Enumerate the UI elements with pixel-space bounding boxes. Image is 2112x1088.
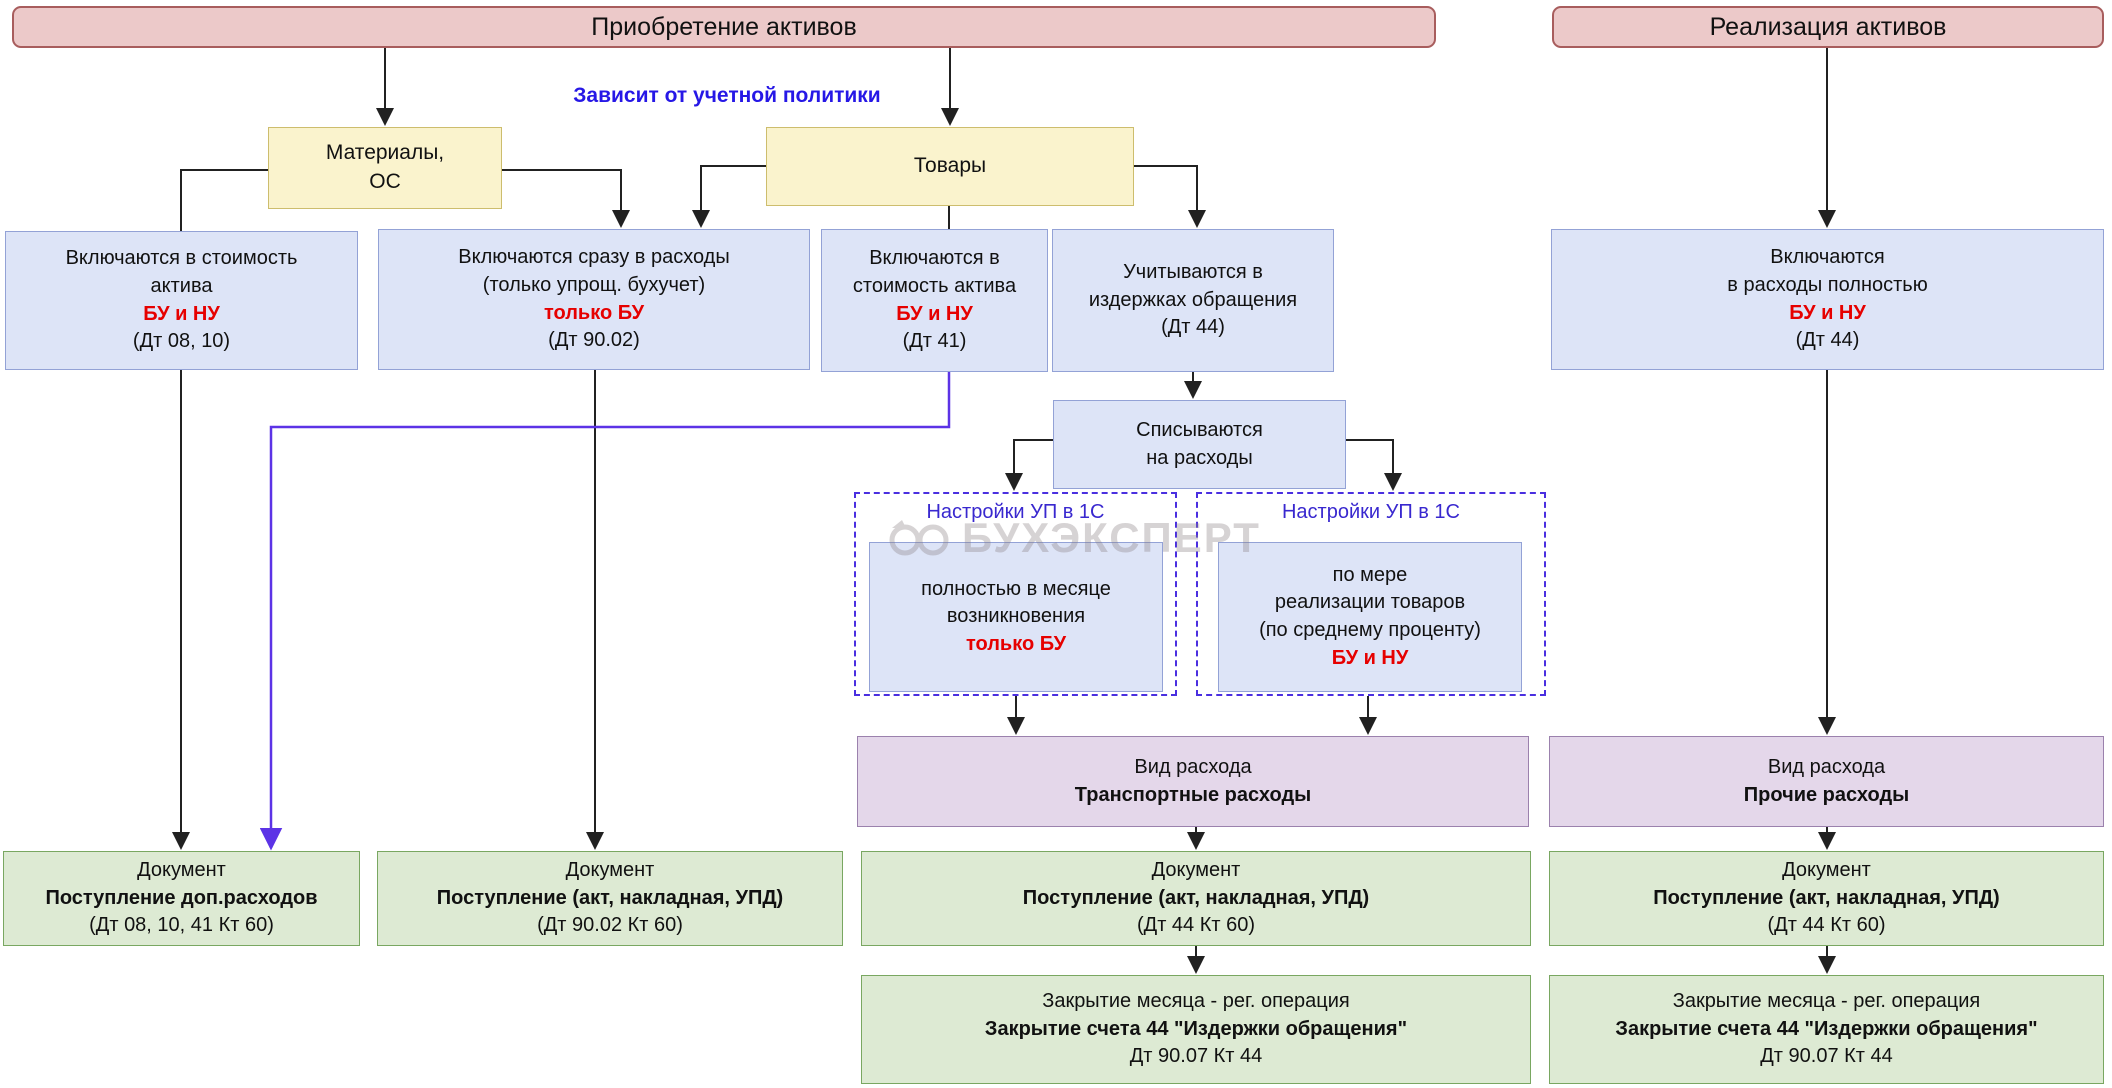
node-doc4-label: Документ (1782, 859, 1871, 882)
node-materials: Материалы, ОС (268, 127, 502, 209)
node-doc2-title: Поступление (акт, накладная, УПД) (436, 886, 784, 909)
node-b5-expense-fully: Включаются в расходы полностью БУ и НУ (… (1551, 229, 2104, 370)
node-b2-line2: (только упрощ. бухучет) (482, 273, 706, 296)
node-close1-account: Дт 90.07 Кт 44 (1129, 1045, 1263, 1068)
node-settings-right-line3: (по среднему проценту) (1259, 619, 1481, 641)
connector-materials-b2 (502, 169, 630, 228)
connector-writeoff-settings-right (1346, 439, 1402, 491)
node-close2: Закрытие месяца - рег. операция Закрытие… (1549, 975, 2104, 1084)
node-b1-tax: БУ и НУ (143, 302, 220, 325)
node-settings-left: полностью в месяце возникновения только … (869, 542, 1163, 692)
node-close2-title: Закрытие счета 44 "Издержки обращения" (1615, 1017, 2038, 1040)
node-expense-transport-value: Транспортные расходы (1074, 783, 1312, 806)
group-settings-right: Настройки УП в 1С по мере реализации тов… (1196, 492, 1546, 696)
header-acquisition-label: Приобретение активов (591, 12, 857, 41)
header-realization: Реализация активов (1552, 6, 2104, 48)
group-settings-right-title: Настройки УП в 1С (1281, 501, 1460, 523)
node-doc1: Документ Поступление доп.расходов (Дт 08… (3, 851, 360, 946)
node-doc2-label: Документ (565, 859, 655, 882)
node-close2-line1: Закрытие месяца - рег. операция (1672, 990, 1981, 1013)
node-settings-right-line2: реализации товаров (1274, 591, 1466, 614)
node-writeoff: Списываются на расходы (1053, 400, 1346, 489)
node-doc1-title: Поступление доп.расходов (45, 886, 318, 909)
connector-b3-doc1-purple (259, 370, 951, 851)
node-b3-line1: Включаются в (869, 247, 1000, 270)
node-doc2: Документ Поступление (акт, накладная, УП… (377, 851, 843, 946)
node-b1-line1: Включаются в стоимость (65, 247, 298, 270)
node-b5-line1: Включаются (1770, 246, 1885, 269)
node-writeoff-line1: Списываются (1136, 418, 1263, 441)
node-settings-right: по мере реализации товаров (по среднему … (1218, 542, 1522, 692)
connector-goods-b2 (692, 165, 766, 228)
node-b4-circulation-costs: Учитываются в издержках обращения (Дт 44… (1052, 229, 1334, 372)
node-doc1-account: (Дт 08, 10, 41 Кт 60) (89, 914, 274, 937)
node-doc3-title: Поступление (акт, накладная, УПД) (1022, 886, 1370, 909)
node-b2-line1: Включаются сразу в расходы (458, 246, 730, 269)
node-goods: Товары (766, 127, 1134, 206)
node-close1-title: Закрытие счета 44 "Издержки обращения" (984, 1017, 1408, 1040)
node-b5-tax: БУ и НУ (1789, 301, 1866, 324)
node-materials-line1: Материалы, (325, 141, 445, 165)
connector-writeoff-settings-left (1005, 439, 1053, 491)
group-settings-left: Настройки УП в 1С полностью в месяце воз… (854, 492, 1177, 696)
header-acquisition: Приобретение активов (12, 6, 1436, 48)
node-materials-line2: ОС (369, 170, 401, 193)
node-expense-transport-label: Вид расхода (1134, 755, 1252, 778)
node-settings-right-line1: по мере (1332, 563, 1408, 586)
node-doc4-account: (Дт 44 Кт 60) (1767, 914, 1886, 937)
header-realization-label: Реализация активов (1709, 12, 1947, 41)
node-b2-tax: только БУ (543, 301, 645, 324)
node-b1-cost-of-asset: Включаются в стоимость актива БУ и НУ (Д… (5, 231, 358, 370)
node-settings-left-tax: только БУ (965, 632, 1067, 655)
node-doc4: Документ Поступление (акт, накладная, УП… (1549, 851, 2104, 946)
node-settings-left-line1: полностью в месяце (921, 577, 1111, 600)
node-b3-account: (Дт 41) (902, 330, 967, 353)
connector-materials-b1 (180, 169, 268, 231)
node-doc3-account: (Дт 44 Кт 60) (1137, 914, 1255, 937)
node-doc3-label: Документ (1151, 859, 1241, 882)
node-b4-account: (Дт 44) (1161, 316, 1225, 339)
node-b3-line2: стоимость актива (852, 274, 1017, 297)
node-b1-line2: актива (150, 274, 213, 297)
node-b4-line2: издержках обращения (1088, 288, 1298, 311)
node-b4-line1: Учитываются в (1123, 261, 1263, 284)
node-doc3: Документ Поступление (акт, накладная, УП… (861, 851, 1531, 946)
group-settings-left-title: Настройки УП в 1С (926, 501, 1105, 523)
node-expense-other-value: Прочие расходы (1743, 783, 1910, 806)
connector-goods-b4 (1134, 165, 1206, 228)
policy-note: Зависит от учетной политики (573, 84, 881, 107)
node-b5-account: (Дт 44) (1795, 329, 1860, 352)
node-b2-account: (Дт 90.02) (548, 329, 640, 352)
node-b3-goods-cost: Включаются в стоимость актива БУ и НУ (Д… (821, 229, 1048, 372)
node-doc2-account: (Дт 90.02 Кт 60) (537, 914, 683, 937)
node-close2-account: Дт 90.07 Кт 44 (1760, 1045, 1893, 1068)
node-close1: Закрытие месяца - рег. операция Закрытие… (861, 975, 1531, 1084)
node-expense-other-label: Вид расхода (1767, 755, 1886, 778)
node-b2-expense-immediately: Включаются сразу в расходы (только упрощ… (378, 229, 810, 370)
node-b1-account: (Дт 08, 10) (132, 330, 231, 353)
node-settings-left-line2: возникновения (946, 605, 1086, 628)
node-settings-right-tax: БУ и НУ (1331, 646, 1409, 669)
node-close1-line1: Закрытие месяца - рег. операция (1042, 990, 1350, 1013)
node-goods-label: Товары (913, 154, 987, 178)
node-doc4-title: Поступление (акт, накладная, УПД) (1653, 886, 2000, 909)
node-expense-transport: Вид расхода Транспортные расходы (857, 736, 1529, 827)
node-expense-other: Вид расхода Прочие расходы (1549, 736, 2104, 827)
node-writeoff-line2: на расходы (1146, 446, 1253, 469)
node-b5-line2: в расходы полностью (1727, 273, 1928, 296)
node-doc1-label: Документ (137, 859, 226, 882)
node-b3-tax: БУ и НУ (896, 302, 973, 325)
